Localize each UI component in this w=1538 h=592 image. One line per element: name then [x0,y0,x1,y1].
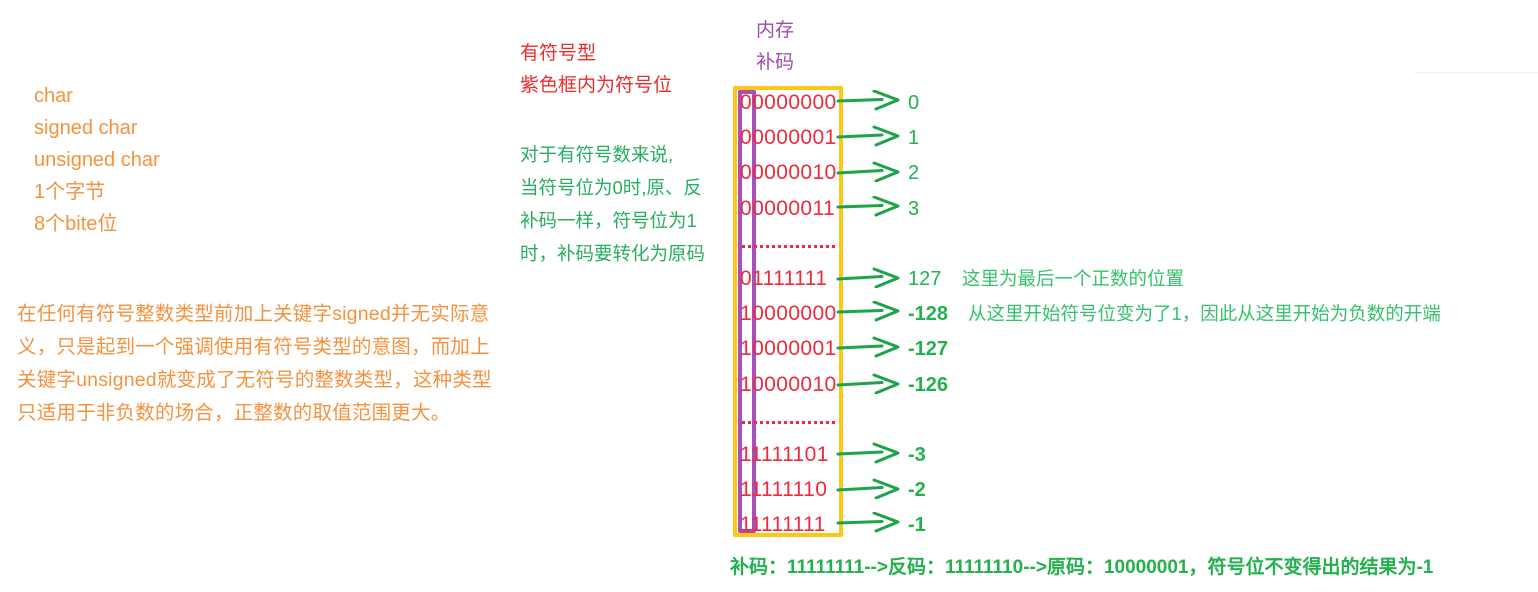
red-note-sign-bit-box: 紫色框内为符号位 [520,75,673,96]
decimal-value: -1 [908,514,926,537]
char-type-list: char signed char unsigned char 1个字节 8个bi… [34,80,160,240]
decimal-value: -126 [908,373,949,396]
binary-bits: 01111111 [740,267,828,290]
binary-bits: 00000011 [740,196,836,220]
explain-line-4: 时，补码要转化为原码 [520,243,706,264]
value-arrow-icon [836,478,900,500]
binary-bits: 00000001 [740,126,837,150]
decimal-value: -128 [908,303,949,326]
explain-line-2: 当符号位为0时,原、反 [520,177,702,198]
heading-twos-complement: 补码 [756,52,795,73]
value-arrow-icon [836,125,900,147]
sign-bit-column-outline [738,90,756,533]
value-arrow-icon [836,442,900,464]
sign-bit-explanation: 对于有符号数来说, 当符号位为0时,原、反 补码一样，符号位为1 时，补码要转化… [520,138,738,270]
memory-headings: 内存 补码 [756,15,794,79]
type-item-char: char [34,85,73,107]
binary-bits: 11111101 [740,443,829,466]
value-arrow-icon [836,301,900,322]
binary-bits: 00000010 [740,161,837,185]
type-item-unsigned-char: unsigned char [34,149,160,171]
value-arrow-icon [836,336,900,358]
decimal-value: -3 [908,444,926,466]
explain-line-3: 补码一样，符号位为1 [520,210,697,231]
value-arrow-icon [836,90,900,111]
binary-bits: 10000001 [740,337,837,361]
row-annotation: 从这里开始符号位变为了1，因此从这里开始为负数的开端 [968,303,1441,325]
red-note-signed-type: 有符号型 [520,43,597,64]
row-annotation: 这里为最后一个正数的位置 [962,268,1185,289]
value-arrow-icon [836,512,900,533]
decimal-value: 2 [908,162,920,185]
type-item-one-byte: 1个字节 [34,181,106,203]
decimal-value: -2 [908,479,926,502]
signed-type-note: 有符号型 紫色框内为符号位 [520,38,672,102]
value-arrow-icon [836,373,900,394]
binary-bits: 00000000 [740,91,837,114]
value-arrow-icon [836,267,900,288]
value-arrow-icon [836,195,900,217]
signed-unsigned-paragraph: 在任何有符号整数类型前加上关键字signed并无实际意义，只是起到一个强调使用有… [17,303,492,424]
decimal-value: -127 [908,338,949,361]
binary-bits: 11111110 [740,478,828,502]
complement-conversion-conclusion: 补码：11111111-->反码：11111110-->原码：10000001，… [730,557,1434,578]
row-separator-dots [742,244,835,248]
decimal-value: 0 [908,92,920,114]
type-item-signed-char: signed char [34,117,138,139]
binary-bits: 10000010 [740,372,837,396]
heading-memory: 内存 [756,20,795,41]
decimal-value: 1 [908,127,920,150]
binary-bits: 10000000 [740,302,837,326]
decimal-value: 127 [908,268,942,290]
binary-bits: 11111111 [740,513,826,537]
explain-line-1: 对于有符号数来说, [520,144,674,165]
row-separator-dots [742,420,835,424]
value-arrow-icon [836,161,900,183]
divider-line [1414,72,1538,73]
decimal-value: 3 [908,197,920,220]
type-item-eight-bits: 8个bite位 [34,213,118,235]
